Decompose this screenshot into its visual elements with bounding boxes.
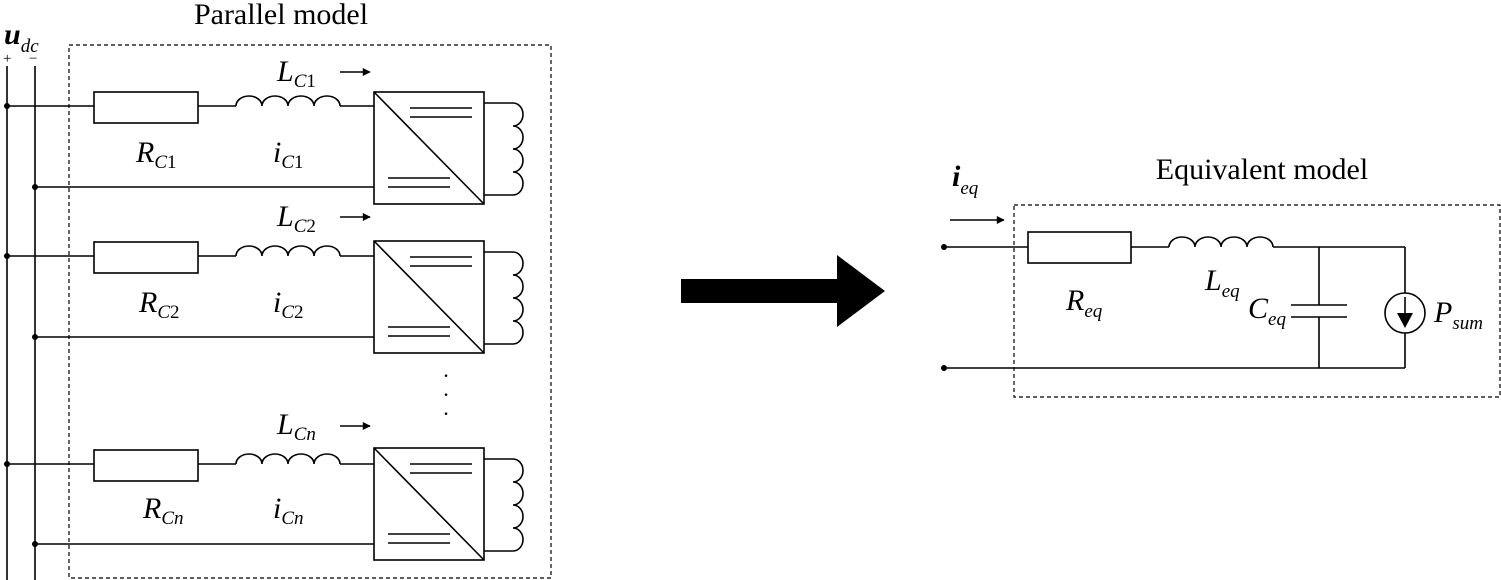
label-lc1: LC1 — [276, 55, 316, 92]
parallel-model-box — [68, 44, 552, 579]
parallel-model-title: Parallel model — [194, 0, 368, 31]
label-ceq: Ceq — [1248, 292, 1286, 330]
label-rc1: RC1 — [135, 136, 177, 173]
resistor-rc2 — [93, 241, 199, 274]
label-ieq: ieq — [952, 160, 979, 199]
dc-ac-converter-icon — [373, 91, 485, 205]
label-ic1: iC1 — [273, 136, 304, 173]
branch-n: LCn RCn iCn — [4, 408, 524, 561]
dc-ac-converter-icon — [373, 447, 485, 561]
ellipsis-dot: · — [442, 382, 449, 407]
resistor-rc1 — [93, 91, 199, 124]
resistor-req — [1027, 231, 1132, 264]
capacitor-ceq — [1291, 247, 1347, 368]
label-lcn: LCn — [276, 408, 316, 445]
label-leq: Leq — [1204, 264, 1240, 302]
plus-sign: + — [3, 51, 11, 67]
inductor-lc1 — [235, 95, 341, 107]
converter-2 — [373, 240, 524, 354]
inductor-lc2 — [235, 245, 341, 257]
equivalent-model-title: Equivalent model — [1156, 153, 1368, 186]
label-rcn: RCn — [142, 492, 184, 529]
label-lc2: LC2 — [276, 200, 316, 237]
power-source-psum — [1384, 247, 1426, 368]
resistor-rcn — [93, 449, 199, 482]
label-rc2: RC2 — [138, 286, 180, 323]
minus-sign: − — [29, 51, 37, 67]
dc-ac-converter-icon — [373, 240, 485, 354]
converter-1 — [373, 91, 524, 205]
parallel-model: Parallel model udc + − — [3, 0, 552, 580]
label-psum: Psum — [1433, 296, 1483, 334]
inductor-leq — [1168, 236, 1274, 248]
equivalent-model: Equivalent model ieq Re — [941, 153, 1501, 398]
ellipsis-dot: · — [442, 401, 449, 426]
ellipsis-dot: · — [442, 363, 449, 388]
branch-1: LC1 RC1 iC1 — [4, 55, 524, 205]
equivalent-model-box — [1013, 204, 1501, 398]
branch-2: LC2 RC2 iC2 — [4, 200, 524, 354]
label-req: Req — [1065, 284, 1103, 322]
converter-n — [373, 447, 524, 561]
right-arrow-icon — [681, 255, 885, 327]
label-icn: iCn — [273, 492, 304, 529]
inductor-lcn — [235, 453, 341, 465]
udc-label: udc — [4, 18, 39, 57]
label-ic2: iC2 — [273, 286, 304, 323]
